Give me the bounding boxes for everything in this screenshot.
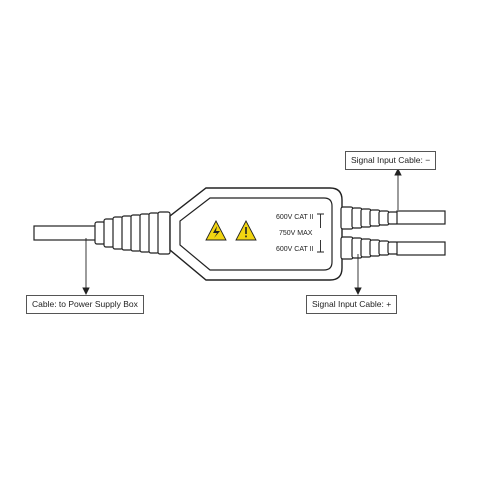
power-cable-callout: Cable: to Power Supply Box bbox=[26, 295, 144, 314]
minus-strain-relief bbox=[340, 206, 399, 230]
minus-signal-cable bbox=[396, 210, 446, 225]
rating-bottom-label: 600V CAT II bbox=[276, 246, 314, 253]
signal-minus-callout: Signal Input Cable: − bbox=[345, 151, 437, 170]
leader-arrow-plus bbox=[354, 254, 362, 296]
plus-signal-cable bbox=[396, 241, 446, 256]
caution-warning-icon bbox=[235, 220, 257, 241]
rating-middle-label: 750V MAX bbox=[279, 230, 313, 237]
power-cable bbox=[33, 225, 97, 241]
rating-top-label: 600V CAT II bbox=[276, 214, 314, 221]
left-strain-relief bbox=[94, 211, 171, 255]
electrical-hazard-warning-icon bbox=[205, 220, 227, 241]
rating-bracket bbox=[317, 213, 324, 253]
splitter-housing bbox=[169, 187, 343, 281]
leader-arrow-power bbox=[82, 238, 90, 296]
plus-strain-relief bbox=[340, 236, 399, 260]
signal-plus-callout: Signal Input Cable: + bbox=[306, 295, 398, 314]
leader-arrow-minus bbox=[394, 167, 402, 210]
